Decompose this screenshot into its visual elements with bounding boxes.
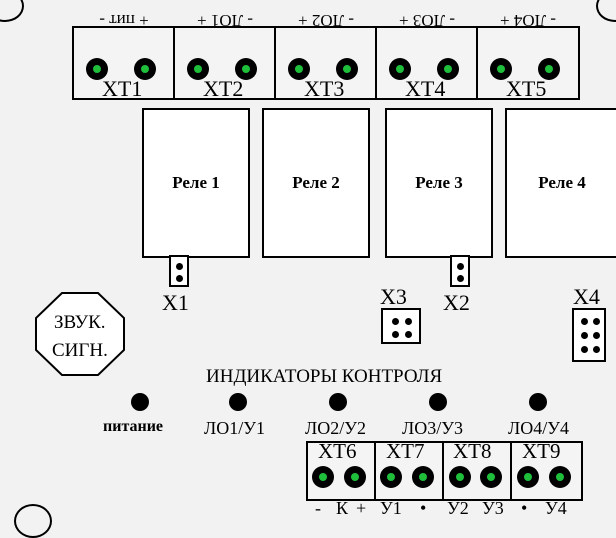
- relay-1: Реле 1: [142, 108, 250, 258]
- mounting-hole-top-right: [596, 0, 616, 22]
- screw-terminal: [449, 466, 471, 488]
- terminal-name: XT3: [304, 76, 345, 101]
- signal-label-dot: •: [420, 498, 427, 518]
- connector-label-x1: X1: [162, 290, 189, 315]
- jumper-x1: [169, 255, 189, 287]
- signal-label-k: К: [336, 498, 349, 518]
- signal-label-minus: -: [315, 498, 321, 518]
- led-label-lo4: ЛО4/У4: [508, 418, 569, 438]
- jumper-pin: [457, 275, 464, 282]
- terminal-polarity-label: - ЛО2 +: [297, 11, 355, 30]
- led-label-power: питание: [103, 418, 164, 435]
- screw-terminal: [187, 58, 209, 80]
- jumper-pin: [176, 275, 183, 282]
- screw-terminal: [134, 58, 156, 80]
- terminal-separator: [510, 441, 512, 501]
- terminal-name: XT5: [506, 76, 547, 101]
- screw-terminal: [549, 466, 571, 488]
- connector-label-x4: X4: [573, 284, 600, 309]
- terminal-polarity-label: - ЛО4 +: [499, 11, 557, 30]
- led-lo1: [229, 393, 247, 411]
- screw-terminal: [490, 58, 512, 80]
- screw-terminal: [235, 58, 257, 80]
- screw-terminal: [517, 466, 539, 488]
- screw-terminal: [344, 466, 366, 488]
- buzzer-label-line2: СИГН.: [52, 340, 108, 361]
- connector-label-x3: X3: [380, 284, 407, 309]
- relay-3: Реле 3: [385, 108, 493, 258]
- terminal-block-xt3: - ЛО2 + XT3: [274, 11, 377, 101]
- signal-label-dot: •: [521, 498, 528, 518]
- terminal-block-xt5: - ЛО4 + XT5: [476, 11, 580, 101]
- screw-terminal: [336, 58, 358, 80]
- terminal-separator: [442, 441, 444, 501]
- led-lo2: [329, 393, 347, 411]
- connector-pin: [392, 331, 399, 338]
- terminal-polarity-label: - ЛО1 +: [196, 11, 254, 30]
- led-label-lo2: ЛО2/У2: [305, 418, 366, 438]
- screw-terminal: [312, 466, 334, 488]
- terminal-block-xt1: + пит - XT1: [72, 11, 175, 101]
- terminal-block-xt4: - ЛО3 + XT4: [375, 11, 478, 101]
- terminal-block-xt2: - ЛО1 + XT2: [173, 11, 276, 101]
- jumper-pin: [457, 263, 464, 270]
- terminal-name-xt6: XT6: [318, 439, 357, 463]
- connector-pin: [593, 332, 600, 339]
- relay-2: Реле 2: [262, 108, 370, 258]
- connector-pin: [405, 318, 412, 325]
- screw-terminal: [437, 58, 459, 80]
- connector-label-x2: X2: [443, 290, 470, 315]
- terminal-name-xt7: XT7: [386, 439, 425, 463]
- jumper-x2: [450, 255, 470, 287]
- led-label-lo1: ЛО1/У1: [204, 418, 265, 438]
- connector-x3: [381, 308, 421, 344]
- jumper-pin: [176, 263, 183, 270]
- led-label-lo3: ЛО3/У3: [402, 418, 463, 438]
- led-lo3: [429, 393, 447, 411]
- connector-pin: [593, 346, 600, 353]
- connector-x4: [572, 308, 606, 362]
- screw-terminal: [86, 58, 108, 80]
- signal-label-u3: У3: [482, 498, 504, 518]
- terminal-polarity-label: - ЛО3 +: [398, 11, 456, 30]
- mounting-hole-bottom-left: [14, 504, 52, 538]
- indicators-title: ИНДИКАТОРЫ КОНТРОЛЯ: [206, 366, 443, 387]
- terminal-name: XT2: [203, 76, 244, 101]
- screw-terminal: [538, 58, 560, 80]
- terminal-polarity-label: + пит -: [99, 11, 149, 30]
- connector-pin: [593, 318, 600, 325]
- connector-pin: [581, 318, 588, 325]
- terminal-name: XT4: [405, 76, 446, 101]
- signal-label-u1: У1: [380, 498, 402, 518]
- terminal-name-xt9: XT9: [522, 439, 561, 463]
- connector-pin: [405, 331, 412, 338]
- signal-label-plus: +: [356, 498, 367, 518]
- screw-terminal: [380, 466, 402, 488]
- screw-terminal: [389, 58, 411, 80]
- connector-pin: [581, 346, 588, 353]
- screw-terminal: [412, 466, 434, 488]
- relay-4: Реле 4: [505, 108, 616, 258]
- screw-terminal: [288, 58, 310, 80]
- signal-label-u2: У2: [447, 498, 469, 518]
- signal-label-u4: У4: [545, 498, 567, 518]
- buzzer-outline-icon: [35, 292, 125, 376]
- screw-terminal: [480, 466, 502, 488]
- connector-pin: [392, 318, 399, 325]
- led-power: [131, 393, 149, 411]
- terminal-name: XT1: [102, 76, 143, 101]
- terminal-separator: [374, 441, 376, 501]
- led-lo4: [529, 393, 547, 411]
- connector-pin: [581, 332, 588, 339]
- mounting-hole-top-left: [0, 0, 24, 22]
- terminal-name-xt8: XT8: [453, 439, 492, 463]
- buzzer-label-line1: ЗВУК.: [54, 312, 106, 333]
